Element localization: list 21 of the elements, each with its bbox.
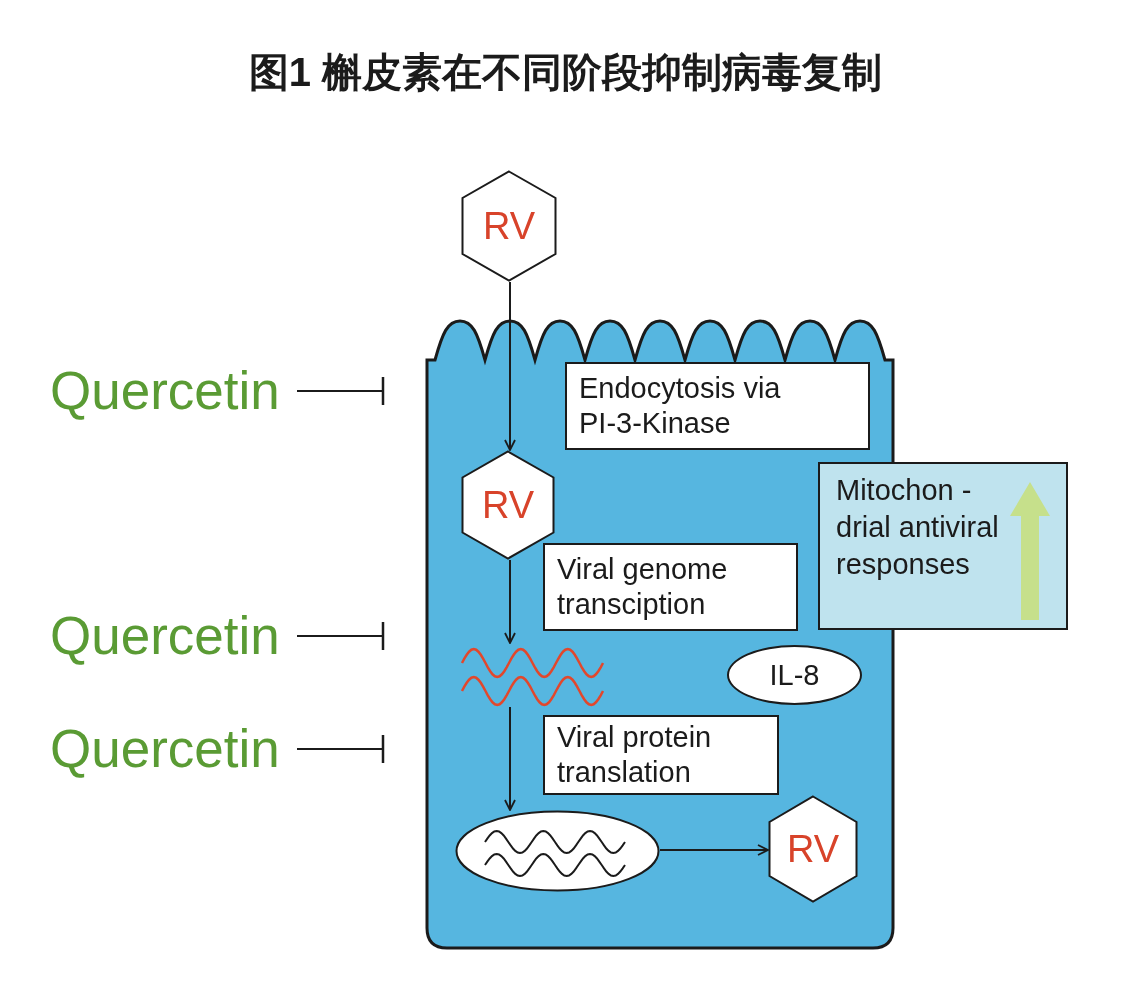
virus-label: RV (481, 486, 535, 524)
cytokine-label: IL-8 (769, 660, 820, 690)
process-label: Endocytosis via PI-3-Kinase (579, 371, 782, 441)
text-box (543, 715, 779, 795)
arrow (504, 281, 516, 451)
figure-title: 图1 槲皮素在不同阶段抑制病毒复制 (247, 49, 884, 96)
process-label: Viral genome transciption (557, 552, 729, 622)
text-box (543, 543, 798, 631)
inhibition-line (296, 733, 385, 765)
inhibition-line (296, 375, 385, 407)
organelle-drawing (455, 810, 660, 892)
inhibition-line (296, 620, 385, 652)
process-label: Mitochon -drial antiviral responses (836, 473, 1000, 582)
virus-label: RV (482, 207, 536, 245)
text-box (565, 362, 870, 450)
virus-label: RV (786, 830, 840, 868)
arrow (504, 559, 516, 644)
text-box (818, 462, 1068, 630)
arrow (659, 844, 769, 856)
arrow (504, 706, 516, 811)
process-label: Viral protein translation (557, 720, 713, 790)
